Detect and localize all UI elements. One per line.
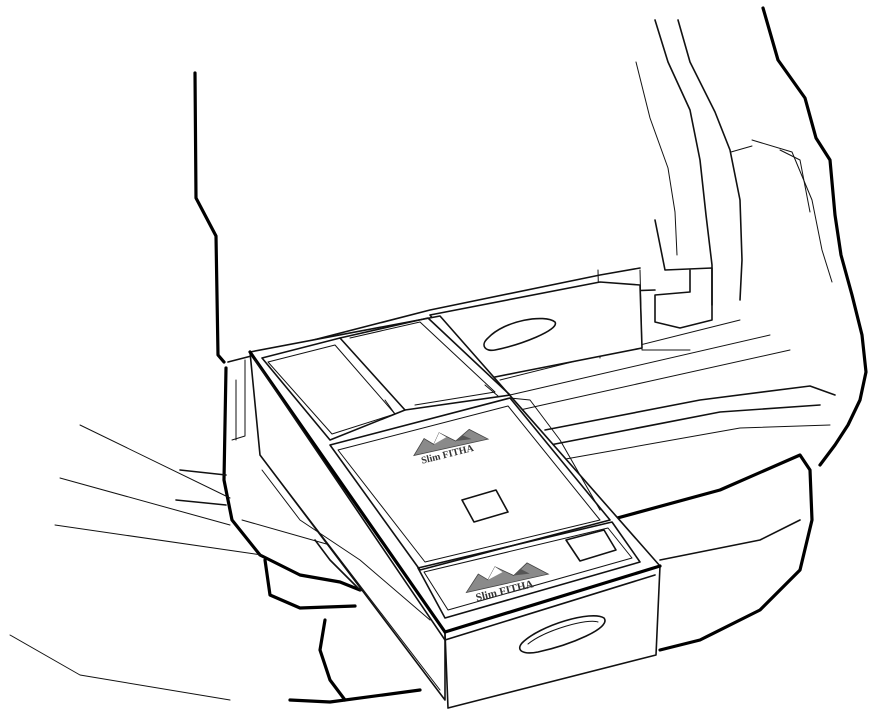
slide-out-drawer	[248, 315, 662, 709]
front-latch-button[interactable]	[565, 529, 617, 562]
lid-latch-button[interactable]	[461, 489, 509, 523]
rear-bin-handle[interactable]	[483, 317, 556, 352]
drawer-front-handle[interactable]	[518, 615, 606, 654]
